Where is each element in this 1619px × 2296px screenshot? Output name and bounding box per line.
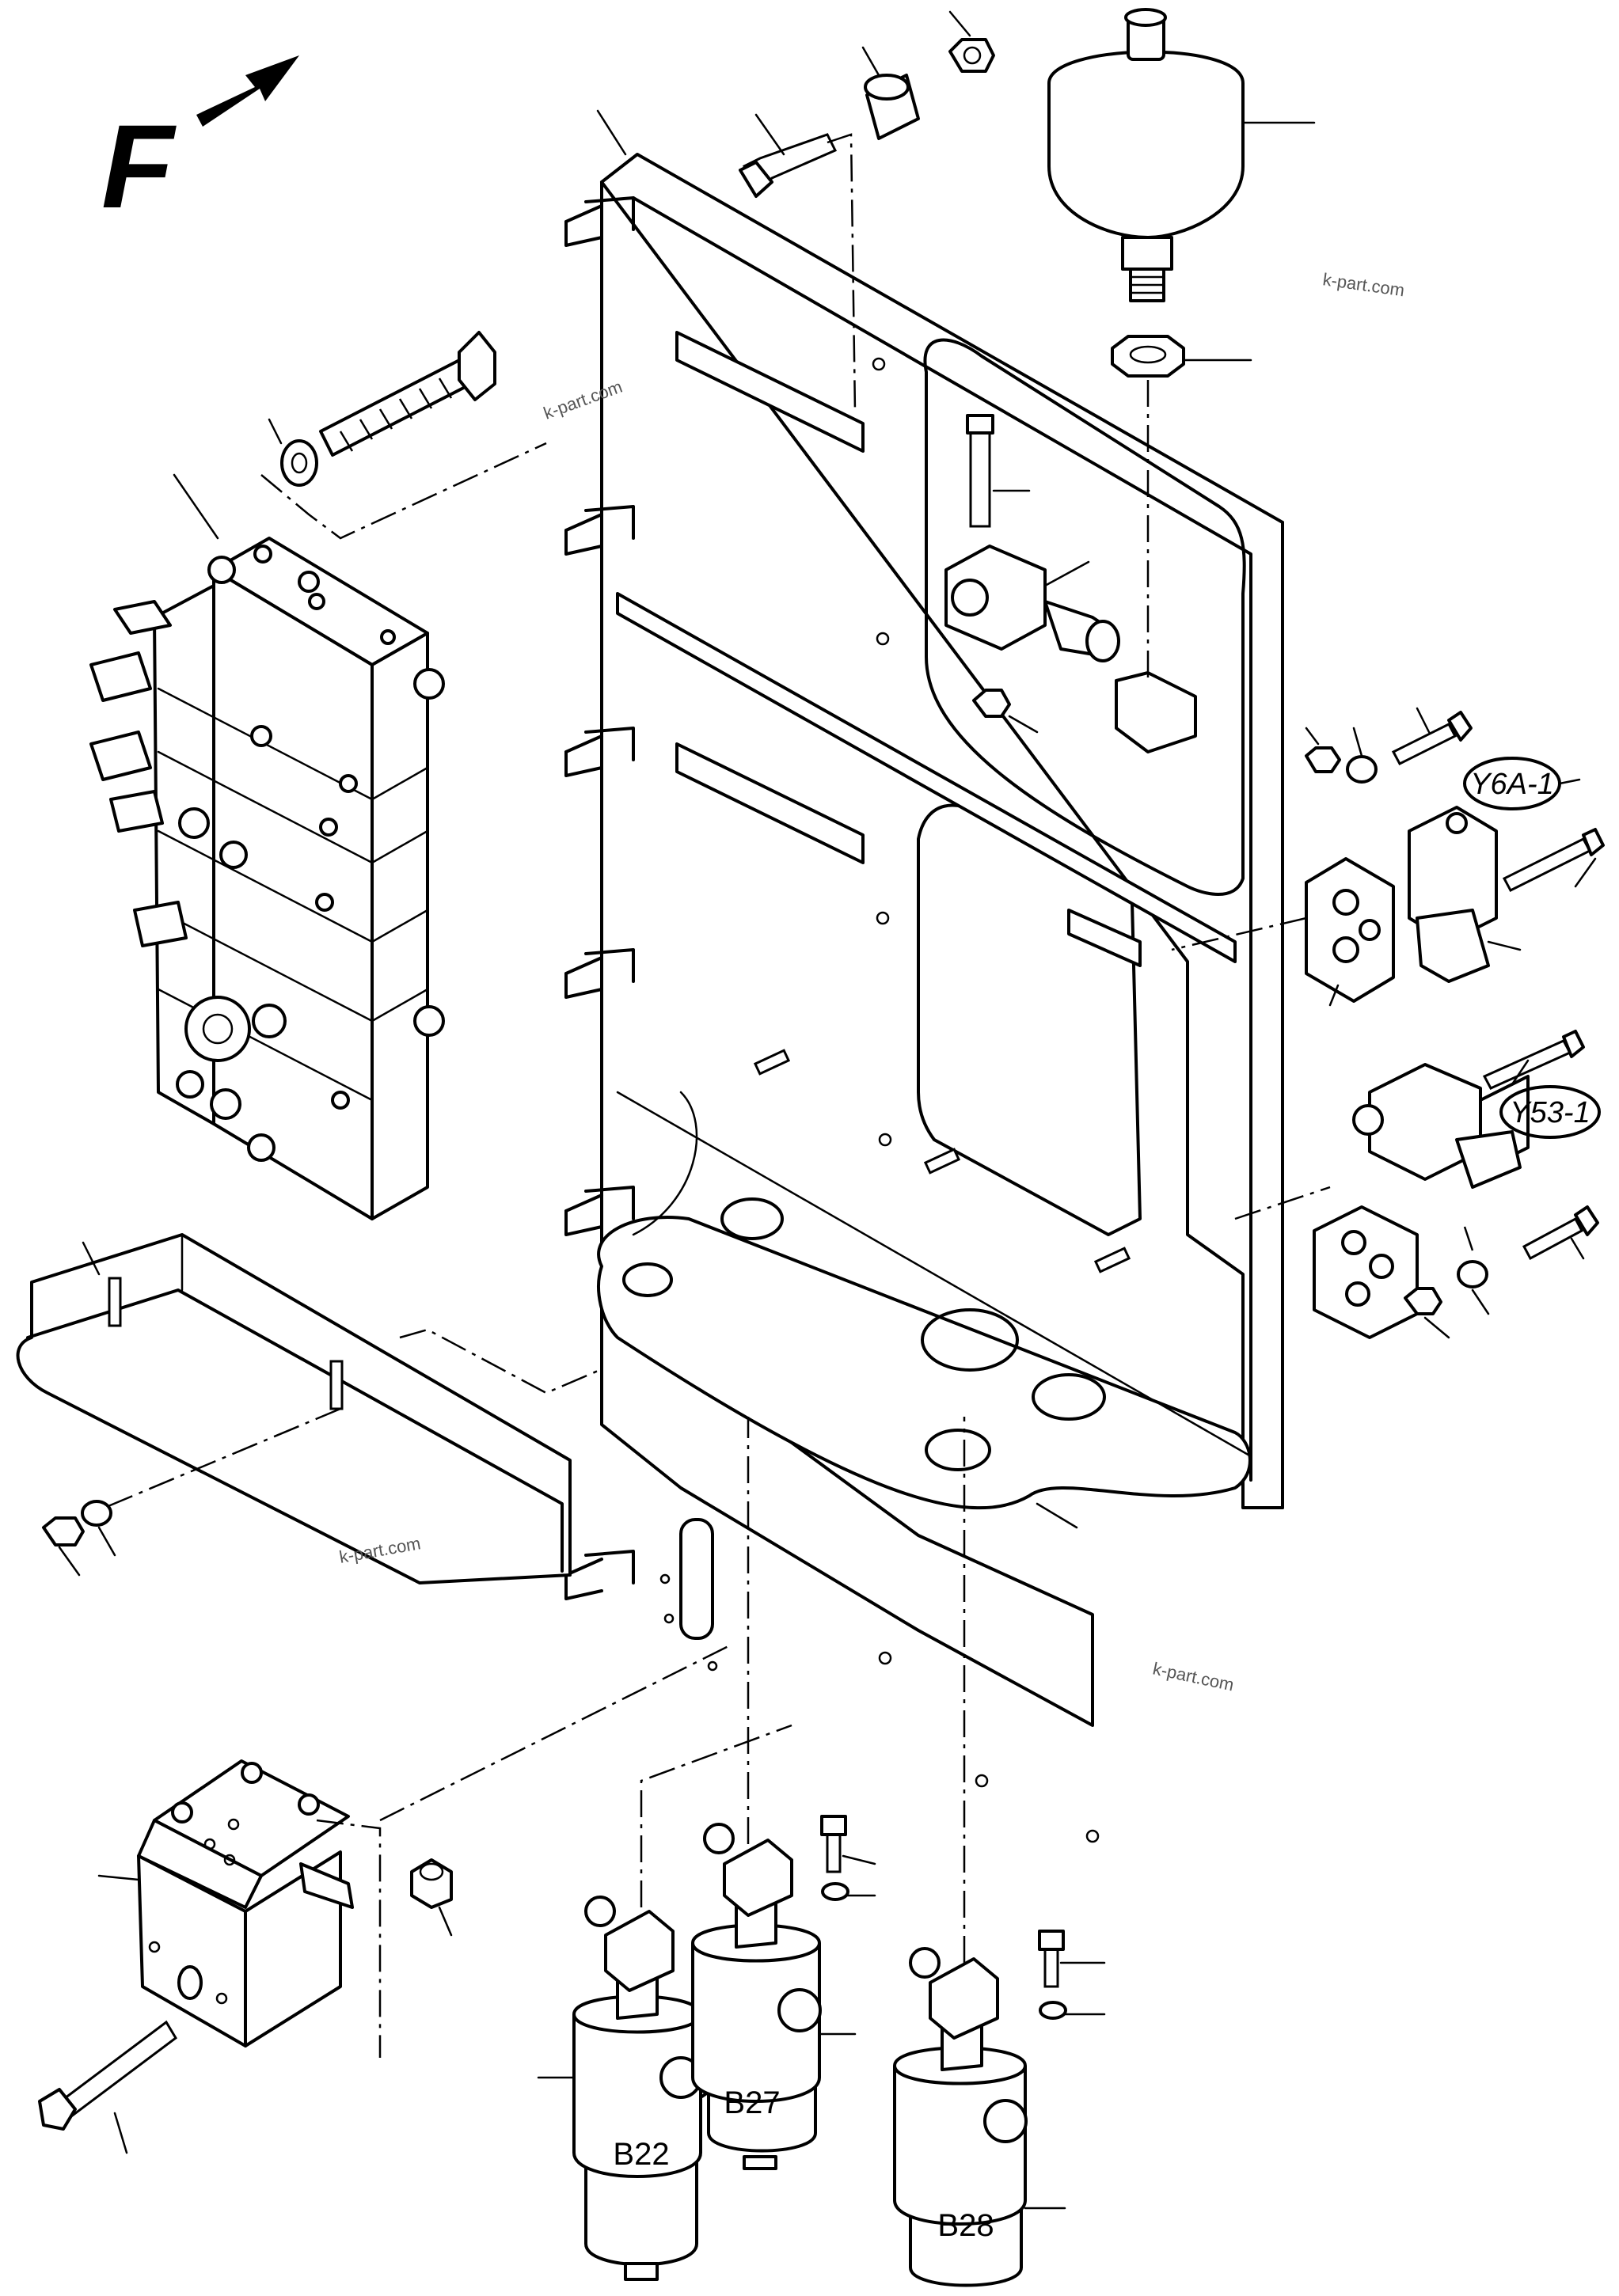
- check-valve-block: [944, 414, 1120, 734]
- valve-bank-mounting-bolt: [260, 331, 547, 540]
- solenoid-valve-y6a: Y6A-1: [1171, 707, 1605, 1007]
- plate-studs: [753, 1049, 1131, 1273]
- watermark-top-right: k-part.com: [1321, 269, 1405, 300]
- main-mounting-plate: [564, 153, 1284, 1843]
- y53-label: Y53-1: [1510, 1096, 1590, 1129]
- watermark-upper-center: k-part.com: [541, 377, 625, 423]
- b27-label: B27: [724, 2085, 780, 2120]
- direction-arrow-icon: [196, 55, 299, 127]
- watermark-lower-right: k-part.com: [1151, 1658, 1236, 1694]
- plate-mounting-holes: [659, 357, 1100, 1843]
- pressure-filter-b28: B28: [893, 1417, 1106, 2287]
- top-fasteners: [596, 10, 995, 412]
- hydraulic-accumulator: [1047, 8, 1316, 681]
- y6a-label: Y6A-1: [1470, 768, 1554, 801]
- control-valve-bank: [89, 473, 445, 1220]
- solenoid-valve-y53: Y53-1: [1234, 1030, 1601, 1339]
- front-direction-letter: F: [101, 100, 177, 233]
- b22-label: B22: [613, 2137, 669, 2172]
- pressure-filter-b22: B22: [537, 1724, 792, 2281]
- left-edge-tabs: [564, 196, 635, 1600]
- auxiliary-valve-block: [38, 1645, 729, 2154]
- front-direction-marker: F: [101, 55, 299, 233]
- pressure-filter-b27: B27: [691, 1417, 876, 2170]
- drip-tray: [16, 1233, 602, 1584]
- b28-label: B28: [937, 2208, 994, 2243]
